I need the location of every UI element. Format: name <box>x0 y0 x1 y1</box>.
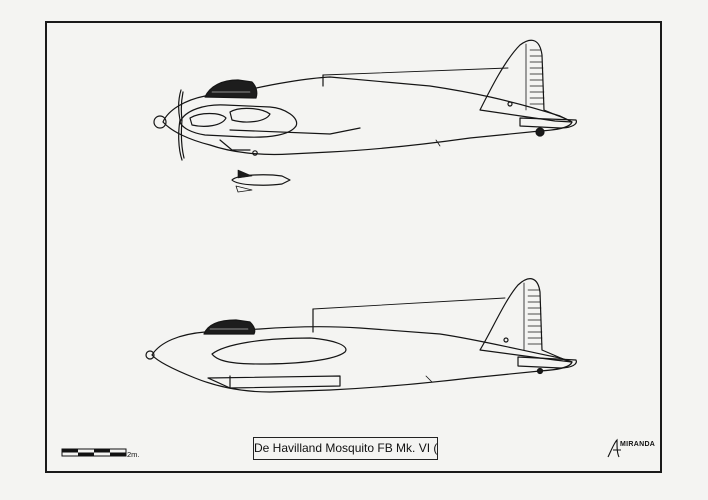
upper-spinner <box>153 115 167 129</box>
lower-nose-spinner <box>145 350 155 360</box>
scale-label: 2m. <box>127 450 140 459</box>
upper-canopy <box>204 79 258 99</box>
lower-canopy <box>203 319 256 335</box>
logo-text: MIRANDA <box>620 441 656 448</box>
lower-wing-fairing <box>211 337 347 365</box>
signature-mark <box>607 438 621 458</box>
upper-engine-nacelle <box>179 104 298 138</box>
lower-antenna-wire <box>312 297 506 310</box>
drawing-title: De Havilland Mosquito FB Mk. VI (NF) <box>253 437 438 460</box>
upper-antenna-wire <box>322 67 509 76</box>
drawing-frame <box>45 21 662 473</box>
upper-propeller <box>178 89 183 161</box>
lower-tail-wheel <box>536 367 544 375</box>
upper-tail-wheel <box>535 127 545 137</box>
upper-wing-root <box>229 127 361 135</box>
lower-ventral-panel <box>207 375 341 389</box>
lower-tailplane <box>517 356 577 369</box>
lower-tail-fin <box>479 278 573 363</box>
upper-tail-fin <box>479 39 573 123</box>
upper-tailplane <box>519 117 577 129</box>
lower-fuselage <box>151 326 573 393</box>
